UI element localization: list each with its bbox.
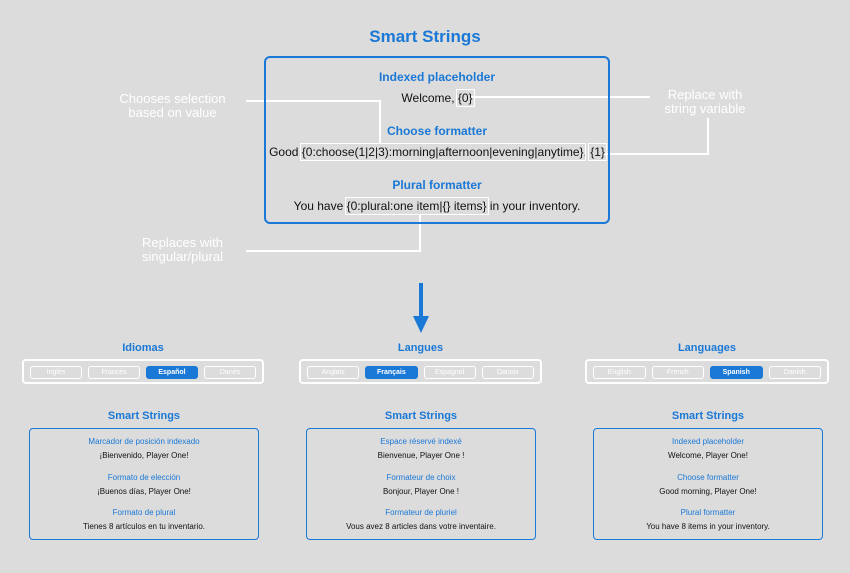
result-text: Good morning, Player One! — [659, 486, 757, 496]
result-text: Vous avez 8 articles dans votre inventai… — [346, 522, 496, 531]
indexed-placeholder-label: Indexed placeholder — [378, 70, 496, 84]
language-button[interactable]: Español — [146, 366, 198, 379]
plural-formatter-example: You have {0:plural:one item|{} items} in… — [264, 197, 610, 215]
language-selector: English French Spanish Danish — [585, 359, 829, 384]
result-label: Espace réservé indexé — [380, 437, 462, 446]
language-button[interactable]: Inglés — [30, 366, 82, 379]
language-selector: Inglés Francés Español Danés — [22, 359, 264, 384]
language-button[interactable]: Danés — [204, 366, 256, 379]
indexed-placeholder-example: Welcome, {0} — [264, 89, 610, 107]
result-label: Formato de elección — [107, 472, 181, 482]
result-text: You have 8 items in your inventory. — [646, 522, 770, 531]
smart-strings-box — [264, 56, 610, 224]
result-text: Tienes 8 artículos en tu inventario. — [83, 522, 205, 531]
variable-highlight: {1} — [588, 143, 607, 161]
choose-formatter-example: Good {0:choose(1|2|3):morning|afternoon|… — [220, 143, 654, 161]
result-text: ¡Buenos días, Player One! — [97, 486, 191, 496]
result-box — [29, 428, 259, 540]
plural-formatter-label: Plural formatter — [392, 178, 482, 192]
result-text: Welcome, Player One! — [668, 451, 748, 460]
choose-highlight: {0:choose(1|2|3):morning|afternoon|eveni… — [299, 143, 586, 161]
language-button[interactable]: English — [593, 366, 646, 379]
result-label: Formateur de choix — [386, 472, 456, 482]
language-selector: Anglais Français Espagnol Danois — [299, 359, 542, 384]
example-text: , — [583, 145, 591, 159]
callout-plural: Replaces with singular/plural — [142, 235, 223, 264]
result-label: Formato de plural — [112, 508, 176, 517]
plural-highlight: {0:plural:one item|{} items} — [344, 197, 489, 215]
result-label: Marcador de posición indexado — [88, 437, 200, 446]
language-button[interactable]: Français — [365, 366, 418, 379]
result-label: Formateur de pluriel — [385, 508, 457, 517]
panel-box-title: Smart Strings — [384, 410, 458, 422]
language-button[interactable]: Francés — [88, 366, 140, 379]
example-text: Welcome, — [401, 91, 458, 105]
callout-replace: Replace with string variable — [664, 87, 746, 116]
result-box — [306, 428, 536, 540]
result-label: Choose formatter — [677, 472, 739, 482]
page-title: Smart Strings — [369, 27, 481, 46]
callout-choose: Chooses selection based on value — [119, 91, 226, 120]
placeholder-highlight: {0} — [455, 89, 475, 107]
arrow-head — [413, 316, 429, 333]
language-button[interactable]: Espagnol — [423, 366, 476, 379]
result-label: Plural formatter — [680, 508, 736, 517]
language-button[interactable]: Anglais — [307, 366, 360, 379]
example-text: in your inventory. — [486, 199, 581, 213]
language-button[interactable]: Danish — [768, 366, 821, 379]
panel-heading: Langues — [397, 342, 444, 354]
result-label: Indexed placeholder — [671, 437, 745, 446]
panel-box-title: Smart Strings — [107, 410, 181, 422]
language-button[interactable]: French — [651, 366, 704, 379]
result-text: Bonjour, Player One ! — [382, 486, 460, 496]
language-button[interactable]: Danois — [481, 366, 534, 379]
language-button[interactable]: Spanish — [710, 366, 763, 379]
panel-box-title: Smart Strings — [671, 410, 745, 422]
result-box — [593, 428, 823, 540]
choose-formatter-label: Choose formatter — [386, 124, 487, 138]
example-text: Good — [269, 145, 302, 159]
panel-heading: Idiomas — [122, 342, 164, 354]
result-text: Bienvenue, Player One ! — [377, 451, 465, 460]
example-text: You have — [293, 199, 347, 213]
panel-heading: Languages — [677, 342, 737, 354]
result-text: ¡Bienvenido, Player One! — [99, 451, 189, 460]
